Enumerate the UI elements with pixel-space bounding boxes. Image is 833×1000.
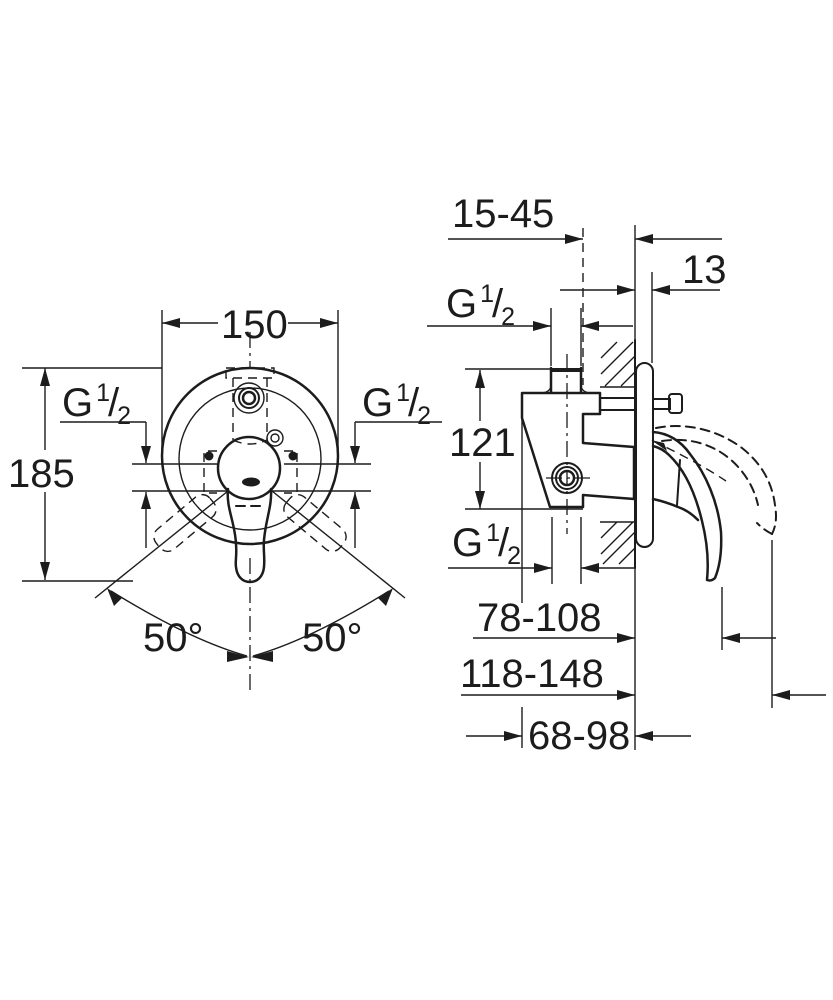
dim-handle-up-reach: 118-148	[460, 652, 826, 700]
mounting-screws	[203, 450, 298, 494]
dim-body-center-depth: 68-98	[466, 714, 691, 758]
escutcheon-outer-circle	[160, 366, 340, 546]
handle-swing-range	[94, 490, 406, 662]
handle-slot	[242, 477, 260, 487]
lever-handle-side	[651, 430, 723, 582]
dim-escutcheon-depth-label: 13	[682, 248, 727, 292]
dim-depth-range: 15-45	[448, 192, 722, 244]
dim-height-label: 185	[8, 452, 75, 496]
wall-section	[600, 339, 636, 569]
dim-body-center-label: 68-98	[528, 714, 630, 758]
escutcheon-plate-side	[635, 362, 654, 548]
diverter-knob	[225, 367, 284, 447]
diverter-stem-side	[652, 393, 683, 414]
inlet-reference-lines	[132, 463, 371, 492]
valve-body	[520, 354, 637, 534]
dim-handle-down-label: 78-108	[477, 596, 602, 640]
extension-lines	[465, 225, 773, 750]
dim-depth-range-label: 15-45	[452, 192, 554, 236]
lever-handle-swing-dashed	[651, 425, 777, 535]
dim-width-label: 150	[221, 303, 288, 347]
dim-handle-up-label: 118-148	[460, 652, 604, 696]
dim-width: 150	[161, 303, 339, 456]
handle-hub	[216, 435, 282, 501]
dim-height: 185	[8, 367, 162, 582]
lever-handle-front	[216, 435, 282, 584]
dim-angle-right-label: 50°	[302, 616, 363, 660]
dim-handle-down-reach: 78-108	[473, 596, 776, 643]
dim-body-height: 121	[449, 370, 516, 509]
dim-body-height-label: 121	[449, 421, 516, 465]
dim-escutcheon-depth: 13	[560, 248, 727, 295]
dim-angle-left-label: 50°	[143, 616, 204, 660]
escutcheon-inner-circle	[178, 387, 322, 531]
